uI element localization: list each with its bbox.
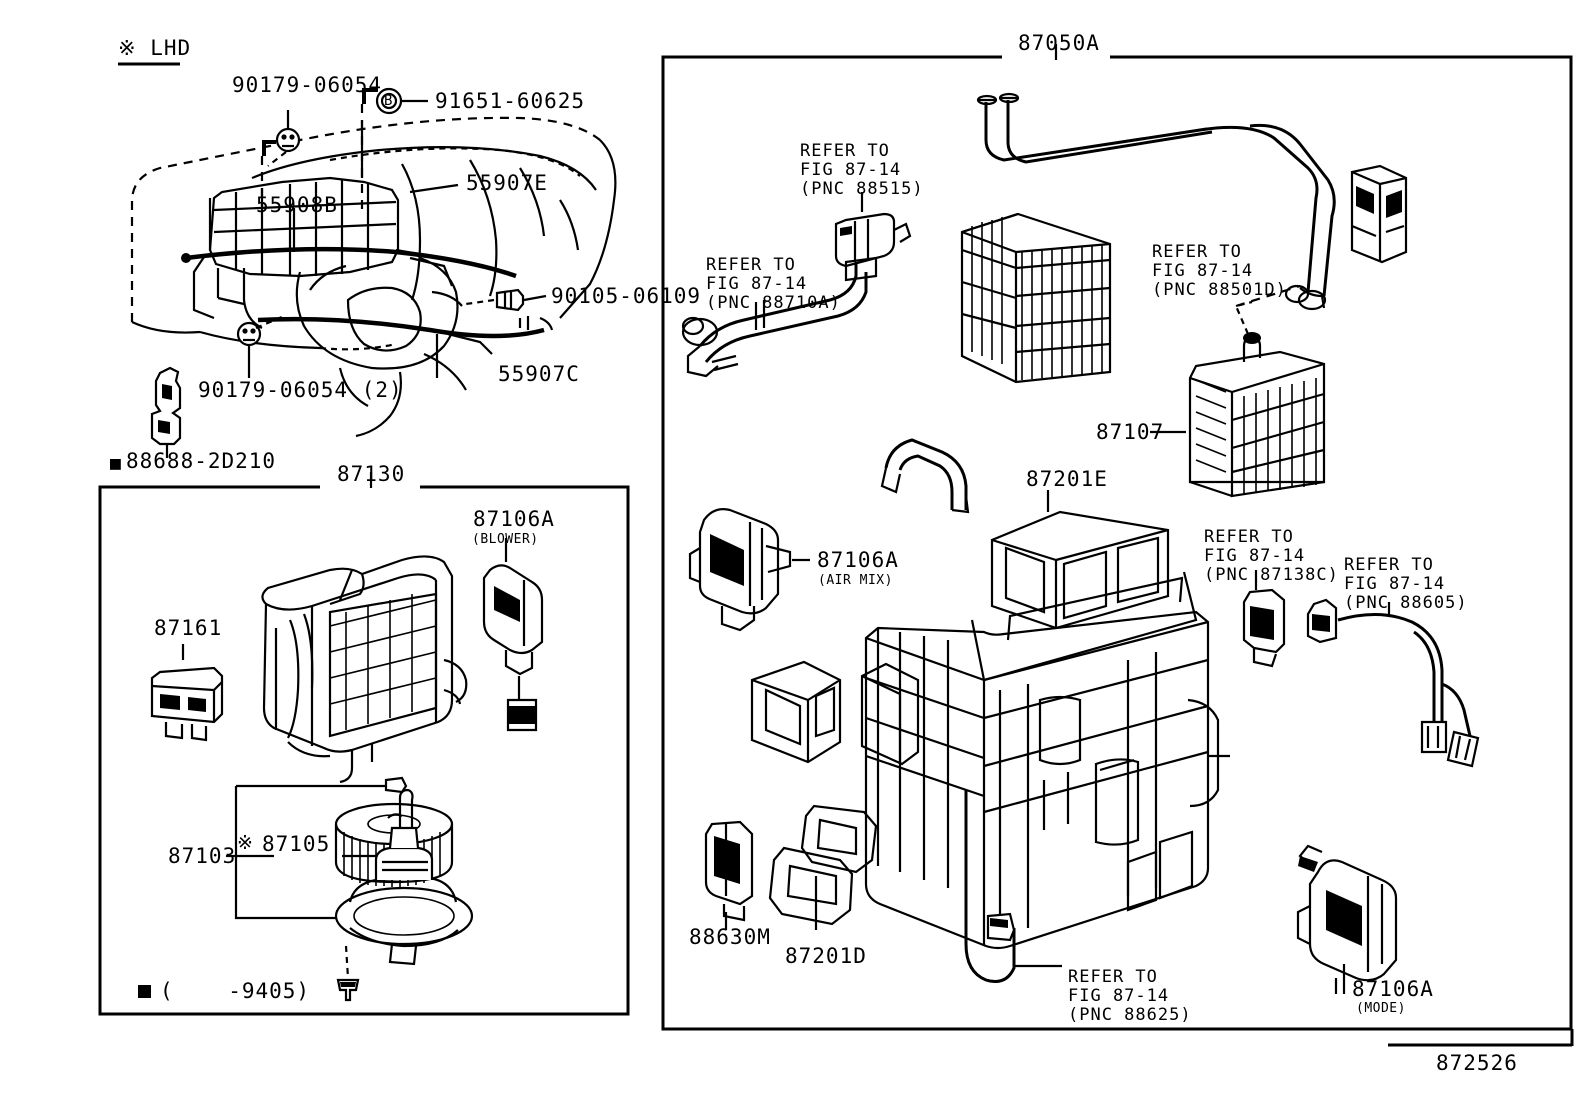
label-55907e: 55907E	[466, 171, 548, 195]
label-90179-06054-top: 90179-06054	[232, 73, 383, 97]
label-88630m: 88630M	[689, 925, 771, 949]
label-87161: 87161	[154, 616, 223, 640]
label-87106a-mode-sub: (MODE)	[1356, 1001, 1406, 1016]
balance-mark-b: B	[384, 93, 393, 109]
label-87107: 87107	[1096, 420, 1165, 444]
label-91651-60625: 91651-60625	[435, 89, 586, 113]
label-87201e: 87201E	[1026, 467, 1108, 491]
blower-footnote: ( -9405)	[160, 979, 311, 1003]
label-87201d: 87201D	[785, 944, 867, 968]
label-87105: 87105	[262, 832, 331, 856]
label-55908b: 55908B	[256, 193, 338, 217]
label-87103: 87103	[168, 844, 237, 868]
label-87105-marker: ※	[237, 832, 254, 854]
variant-heading: ※ LHD	[118, 36, 192, 60]
label-87106a-mode: 87106A	[1352, 977, 1434, 1001]
label-55907c: 55907C	[498, 362, 580, 386]
label-88688-2d210: 88688-2D210	[126, 449, 277, 473]
panel-title-87050a: 87050A	[1018, 31, 1100, 55]
panel-title-87130: 87130	[337, 462, 406, 486]
label-90179-06054-2: 90179-06054 (2)	[198, 378, 403, 402]
label-87106a-airmix-sub: (AIR MIX)	[818, 573, 893, 588]
label-87106a-airmix: 87106A	[817, 548, 899, 572]
label-87106a-blower: 87106A	[473, 507, 555, 531]
label-90105-06109: 90105-06109	[551, 284, 702, 308]
figure-code: 872526	[1436, 1051, 1518, 1075]
label-87106a-blower-sub: (BLOWER)	[472, 532, 539, 547]
